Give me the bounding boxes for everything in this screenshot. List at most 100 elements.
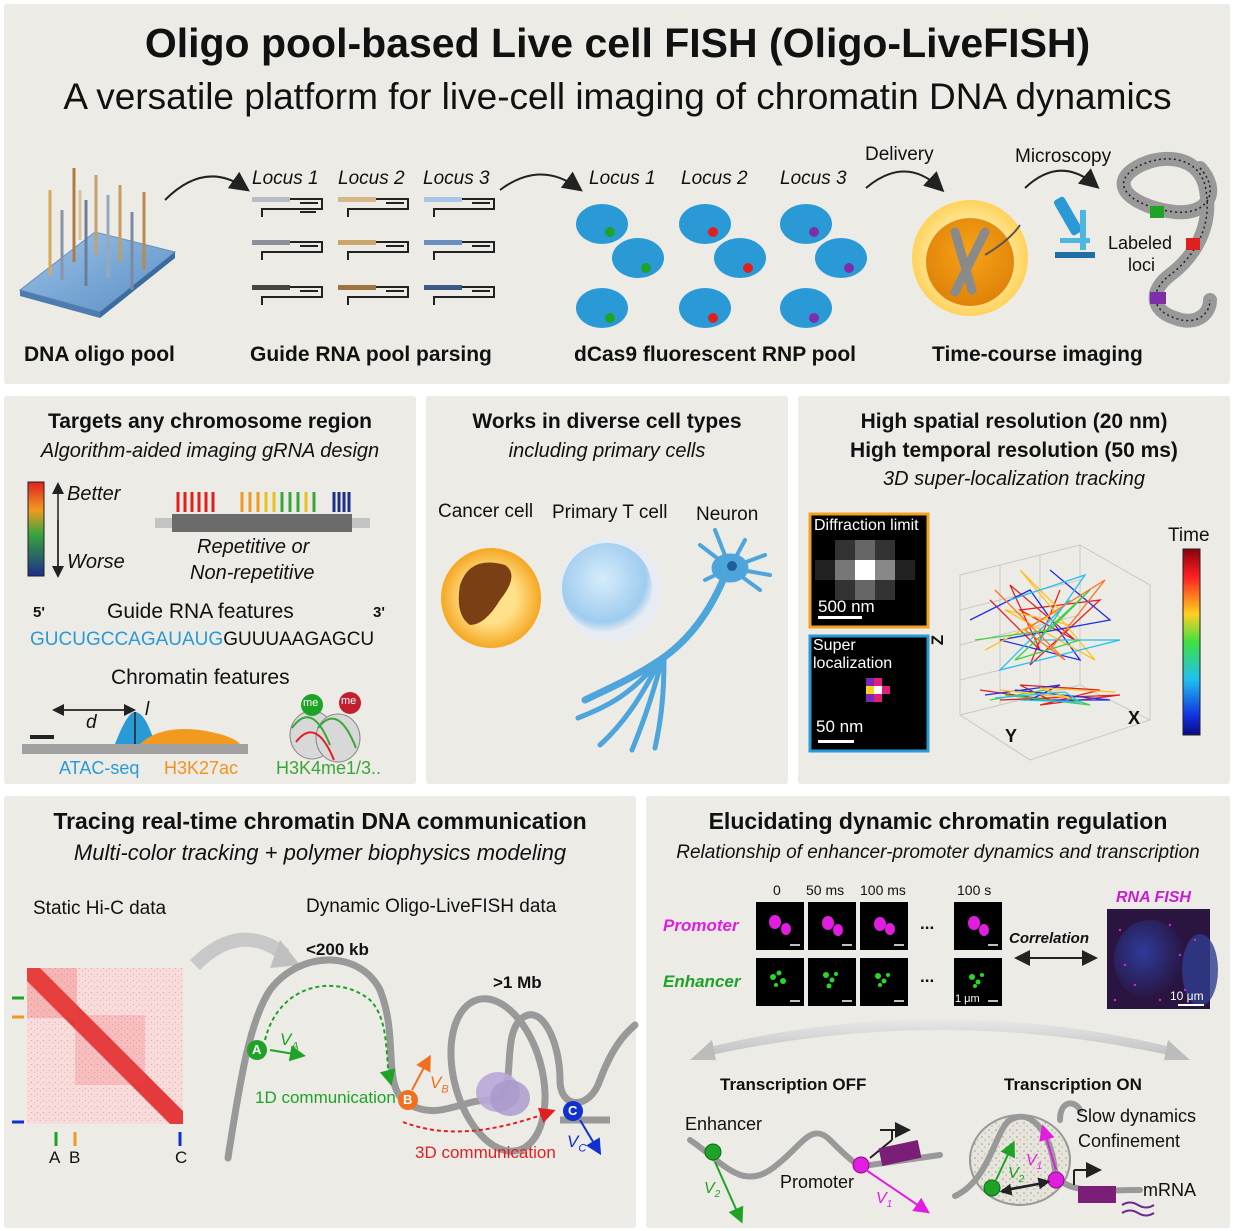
velocity-b-sub: B xyxy=(441,1083,449,1096)
cancer-cell-icon xyxy=(441,548,541,648)
tcell-label: Primary T cell xyxy=(552,502,668,523)
enhancer-frames xyxy=(756,958,1002,1006)
delivery-label: Delivery xyxy=(865,144,934,165)
locus-label-2b: Locus 2 xyxy=(681,168,748,189)
scale-10um-label: 10 μm xyxy=(1170,989,1204,1003)
transcription-on-label: Transcription ON xyxy=(1004,1075,1142,1094)
hic-map xyxy=(12,968,183,1146)
dynamic-label: Dynamic Oligo-LiveFISH data xyxy=(306,896,557,917)
diffraction-psf xyxy=(815,540,915,600)
me-label-red: me xyxy=(341,695,357,707)
scale-1um-label: 1 μm xyxy=(955,993,980,1005)
better-label: Better xyxy=(67,483,121,505)
repetitive-label-1: Repetitive or xyxy=(197,536,310,558)
mb-label: >1 Mb xyxy=(493,973,542,992)
atac-label: ATAC-seq xyxy=(59,758,140,778)
celltypes-title: Works in diverse cell types xyxy=(472,410,742,433)
h3k4-label: H3K4me1/3.. xyxy=(276,758,382,778)
locus-label-2a: Locus 2 xyxy=(338,168,405,189)
cancer-cell-label: Cancer cell xyxy=(438,501,534,522)
dots-label-2: ... xyxy=(920,967,935,986)
guide-sequence: GUCUGCCAGAUAUGGUUUAAGAGCU xyxy=(30,629,374,651)
targets-graphics xyxy=(22,481,370,763)
enhancer-row-label: Enhancer xyxy=(663,972,741,991)
locus-b-label: B xyxy=(403,1092,413,1107)
velocity-c-v: V xyxy=(567,1132,579,1151)
length-l-label: l xyxy=(145,699,150,720)
oligo-plate-icon xyxy=(18,168,177,318)
kb-label: <200 kb xyxy=(306,940,369,959)
locus-label-3a: Locus 3 xyxy=(423,168,490,189)
three-prime-label: 3' xyxy=(373,604,385,621)
locus-label-1b: Locus 1 xyxy=(589,168,656,189)
v2-off-v: V xyxy=(704,1180,715,1197)
tcell-icon xyxy=(558,538,662,642)
h3k27ac-label: H3K27ac xyxy=(164,758,239,778)
promoter-model-label: Promoter xyxy=(780,1172,855,1192)
microscopy-label: Microscopy xyxy=(1015,146,1112,167)
hic-b-label: B xyxy=(69,1148,81,1167)
guide-features-label: Guide RNA features xyxy=(107,600,294,623)
microscope-icon xyxy=(1053,196,1095,258)
scale-50nm-label: 50 nm xyxy=(816,717,864,736)
mrna-label: mRNA xyxy=(1143,1180,1196,1200)
step-oligo-label: DNA oligo pool xyxy=(24,343,175,366)
diffraction-label: Diffraction limit xyxy=(814,517,919,534)
targets-subtitle: Algorithm-aided imaging gRNA design xyxy=(40,440,380,462)
tracing-title: Tracing real-time chromatin DNA communic… xyxy=(53,808,587,834)
locus-b-dot xyxy=(398,1090,418,1110)
me-label-green: me xyxy=(303,697,319,709)
time-0-label: 0 xyxy=(773,882,781,898)
guide-sequence-scaffold: GUUUAAGAGCU xyxy=(223,629,375,650)
velocity-c-label: VC xyxy=(567,1132,586,1154)
rnp-icons xyxy=(576,204,867,328)
guide-sequence-spacer: GUCUGCCAGAUAUG xyxy=(30,629,224,650)
velocity-a-v: V xyxy=(280,1030,292,1049)
neuron-icon xyxy=(575,528,772,753)
slow-dynamics-label: Slow dynamics xyxy=(1076,1106,1197,1126)
transcription-off-label: Transcription OFF xyxy=(720,1075,867,1094)
rnafish-label: RNA FISH xyxy=(1116,889,1191,906)
velocity-c-sub: C xyxy=(578,1142,587,1155)
celltypes-subtitle: including primary cells xyxy=(508,440,706,462)
locus-a-dot xyxy=(247,1040,267,1060)
guide-site-bars xyxy=(176,492,351,512)
scale-500nm-label: 500 nm xyxy=(818,597,875,616)
chromatin-fiber-icon xyxy=(1116,151,1218,328)
locus-label-1a: Locus 1 xyxy=(252,168,319,189)
hic-label: Static Hi-C data xyxy=(33,898,167,919)
labeled-loci-label-1: Labeled xyxy=(1108,233,1173,253)
resolution-title-1: High spatial resolution (20 nm) xyxy=(860,410,1168,433)
page-subtitle: A versatile platform for live-cell imagi… xyxy=(63,76,1172,117)
v2-on-sub: 2 xyxy=(1018,1174,1025,1186)
v1-off-label: V1 xyxy=(876,1190,892,1210)
axis-y-label: Y xyxy=(1005,726,1018,746)
time-100ms-label: 100 ms xyxy=(860,882,906,898)
nucleosome-icon xyxy=(289,692,361,763)
super-label-2: localization xyxy=(813,655,893,672)
promoter-frames xyxy=(756,902,1002,950)
promoter-row-label: Promoter xyxy=(663,916,739,935)
velocity-b-v: V xyxy=(430,1073,442,1092)
workflow-graphics xyxy=(18,151,1218,328)
velocity-a-sub: A xyxy=(291,1040,299,1053)
labeled-loci-label-2: loci xyxy=(1128,255,1156,275)
page-title: Oligo pool-based Live cell FISH (Oligo-L… xyxy=(144,20,1091,66)
v1-on-sub: 1 xyxy=(1036,1161,1043,1173)
regulation-subtitle: Relationship of enhancer-promoter dynami… xyxy=(676,842,1200,863)
step-imaging-label: Time-course imaging xyxy=(932,343,1143,366)
one-d-label: 1D communication xyxy=(255,1088,396,1107)
resolution-graphics xyxy=(808,512,1201,761)
repetitive-label-2: Non-repetitive xyxy=(190,562,315,584)
five-prime-label: 5' xyxy=(33,604,45,621)
super-localization-psf xyxy=(866,678,890,702)
time-100s-label: 100 s xyxy=(957,882,992,898)
v1-off-v: V xyxy=(876,1190,887,1207)
trajectory-lines xyxy=(969,569,1121,706)
super-label-1: Super xyxy=(813,637,856,654)
locus-c-label: C xyxy=(568,1103,578,1118)
rna-fish-image xyxy=(1107,909,1218,1009)
distance-d-label: d xyxy=(86,712,97,733)
hic-c-label: C xyxy=(175,1148,188,1167)
